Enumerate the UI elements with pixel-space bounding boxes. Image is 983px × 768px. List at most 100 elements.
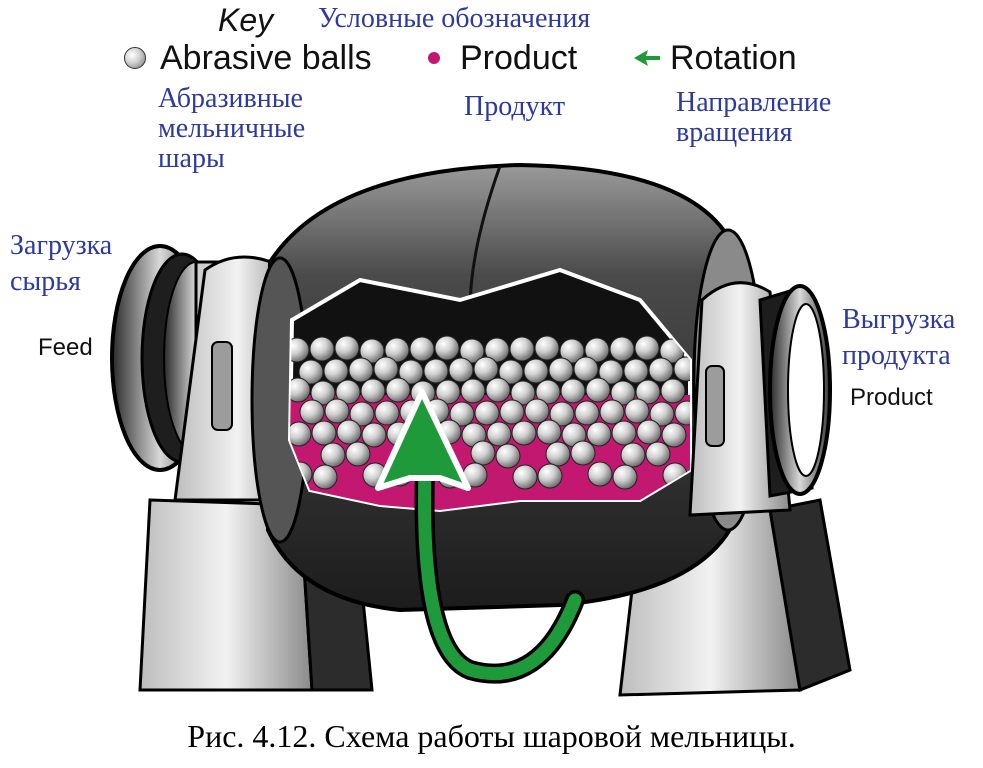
abrasive-ball — [473, 356, 499, 382]
label-product-ru: Продукт — [464, 91, 566, 122]
abrasive-ball — [309, 336, 335, 362]
abrasive-ball — [545, 441, 571, 467]
abrasive-ball — [334, 335, 360, 361]
abrasive-ball — [620, 442, 646, 468]
key-rotation-label: Rotation — [670, 39, 797, 77]
ball-mill-illustration — [110, 162, 852, 697]
abrasive-ball — [574, 400, 600, 426]
abrasive-ball — [499, 399, 525, 425]
abrasive-ball — [609, 336, 635, 362]
product-dot-icon — [428, 52, 440, 64]
abrasive-ball — [645, 441, 671, 467]
abrasive-ball — [474, 400, 500, 426]
abrasive-ball — [290, 377, 311, 403]
label-outlet: Product — [850, 384, 933, 411]
abrasive-ball — [648, 357, 674, 383]
abrasive-ball — [598, 359, 624, 385]
key-product-label: Product — [460, 39, 578, 77]
abrasive-ball — [524, 398, 550, 424]
abrasive-ball — [612, 464, 638, 490]
abrasive-ball — [634, 335, 660, 361]
abrasive-ball — [584, 337, 610, 363]
key-rotation: Rotation — [632, 38, 797, 78]
abrasive-ball — [359, 338, 385, 364]
abrasive-ball — [345, 441, 371, 467]
abrasive-ball — [290, 421, 312, 447]
abrasive-balls — [290, 335, 690, 490]
abrasive-ball — [459, 338, 485, 364]
abrasive-ball — [674, 400, 690, 426]
abrasive-ball — [323, 358, 349, 384]
key-abrasive-balls: Abrasive balls — [124, 38, 372, 78]
abrasive-ball — [586, 421, 612, 447]
abrasive-ball — [495, 443, 521, 469]
abrasive-ball-icon — [124, 47, 146, 69]
label-abrasive-balls-ru: Абразивные мельничные шары — [158, 83, 306, 174]
abrasive-ball — [548, 357, 574, 383]
abrasive-ball — [511, 420, 537, 446]
abrasive-ball — [485, 377, 511, 403]
drum-cutaway — [287, 267, 692, 513]
abrasive-ball — [536, 419, 562, 445]
abrasive-ball — [460, 378, 486, 404]
abrasive-ball — [587, 461, 613, 487]
abrasive-ball — [673, 356, 690, 382]
abrasive-ball — [373, 356, 399, 382]
abrasive-ball — [599, 399, 625, 425]
key-title: Key — [218, 2, 274, 38]
abrasive-ball — [512, 464, 538, 490]
abrasive-ball — [611, 420, 637, 446]
abrasive-ball — [585, 377, 611, 403]
abrasive-ball — [534, 335, 560, 361]
abrasive-ball — [486, 421, 512, 447]
abrasive-ball — [623, 358, 649, 384]
abrasive-ball — [449, 401, 475, 427]
abrasive-ball — [537, 463, 563, 489]
abrasive-ball — [435, 379, 461, 405]
abrasive-ball — [523, 358, 549, 384]
rotation-arrow — [375, 389, 585, 684]
abrasive-ball — [360, 378, 386, 404]
label-feed-ru: Загрузка сырья — [10, 230, 113, 297]
abrasive-ball — [570, 440, 596, 466]
abrasive-ball — [385, 377, 411, 403]
abrasive-ball — [311, 420, 337, 446]
abrasive-ball — [535, 379, 561, 405]
abrasive-ball — [636, 419, 662, 445]
abrasive-ball — [299, 399, 325, 425]
abrasive-ball — [398, 359, 424, 385]
abrasive-ball — [559, 338, 585, 364]
label-outlet-ru: Выгрузка продукта — [842, 304, 956, 371]
abrasive-ball — [374, 400, 400, 426]
abrasive-ball — [310, 380, 336, 406]
abrasive-ball — [498, 359, 524, 385]
abrasive-ball — [560, 378, 586, 404]
abrasive-ball — [349, 401, 375, 427]
abrasive-ball — [448, 357, 474, 383]
abrasive-ball — [335, 379, 361, 405]
abrasive-ball — [324, 398, 350, 424]
abrasive-ball — [423, 358, 449, 384]
abrasive-ball — [484, 337, 510, 363]
rotation-arrow-icon — [634, 50, 660, 66]
abrasive-ball — [336, 419, 362, 445]
abrasive-ball — [635, 379, 661, 405]
abrasive-ball — [509, 336, 535, 362]
abrasive-ball — [661, 422, 687, 448]
label-rotation-ru: Направление вращения — [676, 87, 832, 148]
key-product: Product — [428, 38, 577, 78]
product-outlet — [758, 284, 832, 498]
abrasive-ball — [660, 378, 686, 404]
abrasive-ball — [320, 442, 346, 468]
figure-caption: Рис. 4.12. Схема работы шаровой мельницы… — [187, 718, 796, 754]
abrasive-ball — [624, 398, 650, 424]
abrasive-ball — [510, 380, 536, 406]
key-title-ru: Условные обозначения — [318, 3, 591, 34]
abrasive-ball — [434, 335, 460, 361]
abrasive-ball — [470, 440, 496, 466]
abrasive-ball — [549, 401, 575, 427]
abrasive-ball — [573, 356, 599, 382]
label-feed: Feed — [38, 334, 93, 361]
abrasive-ball — [312, 464, 338, 490]
abrasive-ball — [361, 422, 387, 448]
